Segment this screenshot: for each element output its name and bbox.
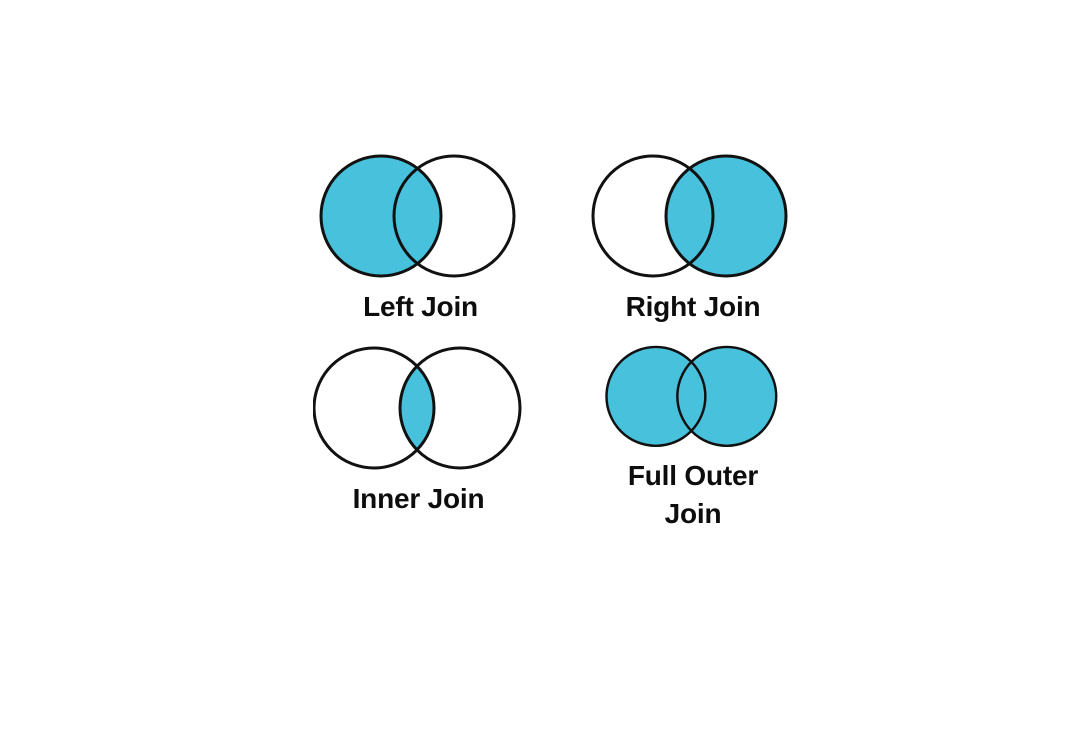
right-join-label: Right Join <box>625 291 761 322</box>
inner-join-venn-icon <box>312 346 521 470</box>
full-outer-join-label: Full Outer Join <box>627 459 759 530</box>
venn-panel-right-join[interactable]: Right Join <box>572 150 810 342</box>
right-circle-outline <box>398 346 521 470</box>
right-set-region <box>399 348 520 468</box>
left-set-region <box>606 346 706 446</box>
left-circle-outline <box>319 154 442 278</box>
right-join-venn-icon <box>591 154 788 278</box>
venn-panel-grid: Left Join Right Join <box>265 150 810 590</box>
right-circle-outline <box>392 154 515 278</box>
right-set-region <box>677 346 777 446</box>
left-join-venn-icon <box>319 154 515 278</box>
right-circle-outline <box>664 154 788 278</box>
venn-panel-full-outer-join[interactable]: Full Outer Join <box>572 342 810 534</box>
left-join-label: Left Join <box>363 291 478 322</box>
left-set-region <box>313 348 434 468</box>
left-circle-outline <box>605 345 707 448</box>
venn-panel-left-join[interactable]: Left Join <box>265 150 572 342</box>
left-circle-outline <box>312 346 435 470</box>
inner-join-label: Inner Join <box>352 483 485 514</box>
intersection-region <box>666 156 713 276</box>
left-circle-outline <box>591 154 715 278</box>
full-outer-join-venn-icon <box>605 345 778 448</box>
venn-panel-inner-join[interactable]: Inner Join <box>265 342 572 534</box>
right-circle-outline <box>676 345 778 448</box>
intersection-region <box>393 156 441 276</box>
